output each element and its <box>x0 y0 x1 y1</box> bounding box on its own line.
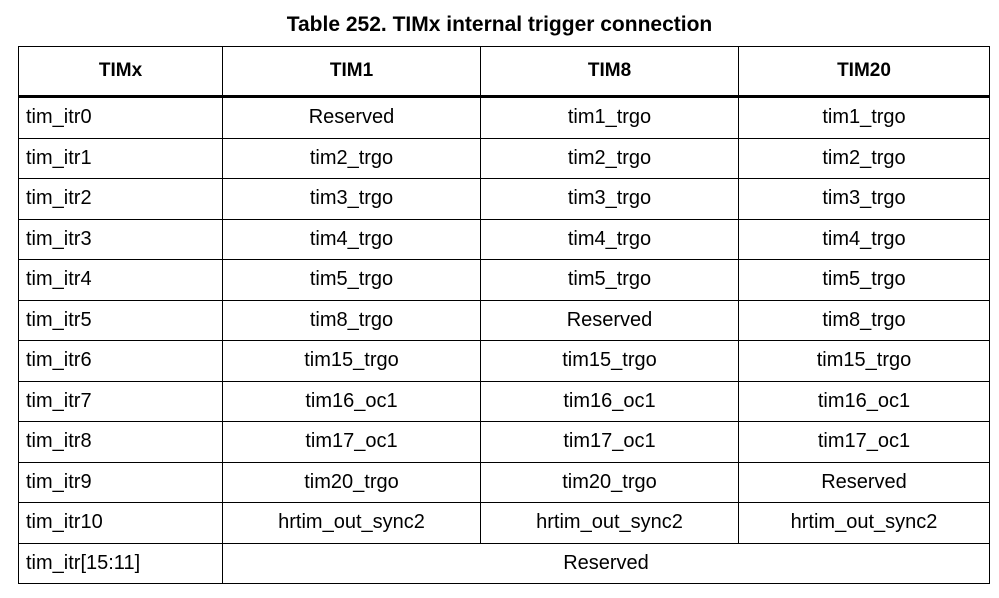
cell-tim1: tim17_oc1 <box>222 421 481 463</box>
cell-tim1: tim16_oc1 <box>222 380 481 422</box>
row-label: tim_itr2 <box>18 178 223 220</box>
cell-tim1: tim5_trgo <box>222 259 481 301</box>
cell-tim20: tim3_trgo <box>738 178 990 220</box>
table-row-last: tim_itr[15:11] Reserved <box>18 542 990 584</box>
cell-tim8: tim20_trgo <box>480 461 739 503</box>
cell-tim20: tim8_trgo <box>738 299 990 341</box>
row-label: tim_itr3 <box>18 218 223 260</box>
row-label: tim_itr10 <box>18 502 223 544</box>
table-caption: Table 252. TIMx internal trigger connect… <box>286 13 713 36</box>
cell-tim1: Reserved <box>222 96 481 139</box>
cell-tim1: tim8_trgo <box>222 299 481 341</box>
cell-tim20: tim5_trgo <box>738 259 990 301</box>
row-label: tim_itr5 <box>18 299 223 341</box>
cell-tim8: hrtim_out_sync2 <box>480 502 739 544</box>
cell-tim8: tim2_trgo <box>480 137 739 179</box>
cell-tim20: Reserved <box>738 461 990 503</box>
row-label: tim_itr[15:11] <box>18 542 223 584</box>
row-label: tim_itr1 <box>18 137 223 179</box>
cell-tim8: tim15_trgo <box>480 340 739 382</box>
cell-merged-value: Reserved <box>222 542 990 584</box>
column-header-tim20: TIM20 <box>738 46 990 98</box>
cell-tim1: tim15_trgo <box>222 340 481 382</box>
row-label: tim_itr6 <box>18 340 223 382</box>
cell-tim8: tim1_trgo <box>480 96 739 139</box>
cell-tim20: tim15_trgo <box>738 340 990 382</box>
cell-tim8: tim4_trgo <box>480 218 739 260</box>
row-label: tim_itr0 <box>18 96 223 139</box>
row-label: tim_itr4 <box>18 259 223 301</box>
cell-tim8: tim3_trgo <box>480 178 739 220</box>
cell-tim20: tim2_trgo <box>738 137 990 179</box>
column-header-tim8: TIM8 <box>480 46 739 98</box>
cell-tim1: hrtim_out_sync2 <box>222 502 481 544</box>
cell-tim8: tim17_oc1 <box>480 421 739 463</box>
cell-tim8: Reserved <box>480 299 739 341</box>
cell-tim20: tim17_oc1 <box>738 421 990 463</box>
cell-tim8: tim5_trgo <box>480 259 739 301</box>
cell-tim20: hrtim_out_sync2 <box>738 502 990 544</box>
cell-tim1: tim3_trgo <box>222 178 481 220</box>
cell-tim20: tim1_trgo <box>738 96 990 139</box>
row-label: tim_itr7 <box>18 380 223 422</box>
cell-tim20: tim4_trgo <box>738 218 990 260</box>
cell-tim8: tim16_oc1 <box>480 380 739 422</box>
table-header-row: TIMx TIM1 TIM8 TIM20 <box>18 46 990 98</box>
row-label: tim_itr9 <box>18 461 223 503</box>
row-label: tim_itr8 <box>18 421 223 463</box>
column-header-tim1: TIM1 <box>222 46 481 98</box>
cell-tim20: tim16_oc1 <box>738 380 990 422</box>
cell-tim1: tim2_trgo <box>222 137 481 179</box>
cell-tim1: tim20_trgo <box>222 461 481 503</box>
cell-tim1: tim4_trgo <box>222 218 481 260</box>
column-header-timx: TIMx <box>18 46 223 98</box>
